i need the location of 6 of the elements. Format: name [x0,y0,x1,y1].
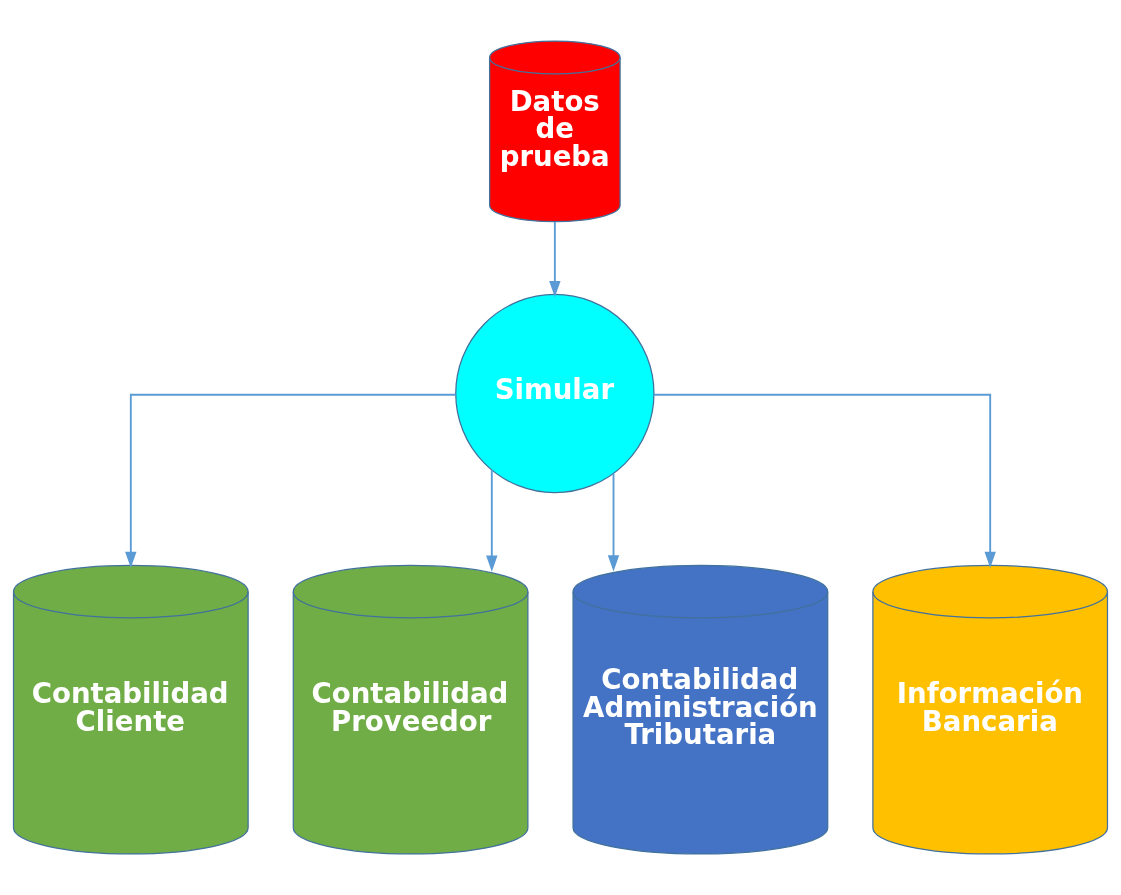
arrow [653,393,996,568]
arrow [125,393,457,568]
node-circle: Simular [455,293,655,494]
arrow [549,221,561,298]
arrow [486,469,498,572]
arrow [607,472,620,572]
